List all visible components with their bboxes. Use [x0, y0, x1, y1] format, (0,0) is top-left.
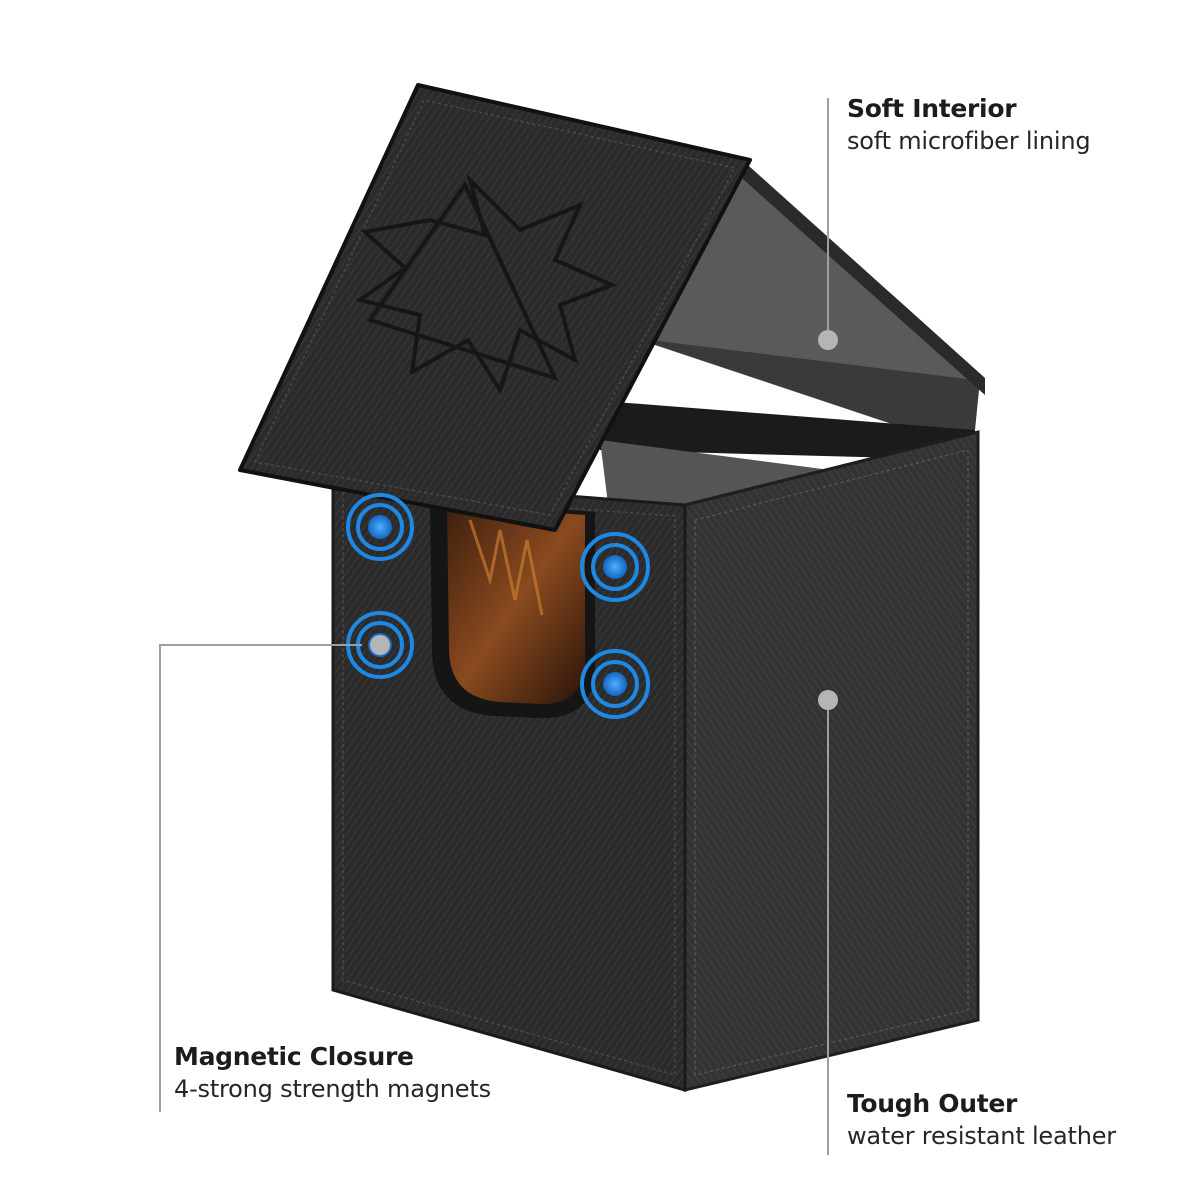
callout-subtitle: water resistant leather	[847, 1122, 1116, 1150]
sun-triangle-emblem-icon	[355, 173, 618, 395]
callout-subtitle: 4-strong strength magnets	[174, 1075, 491, 1103]
callout-title: Tough Outer	[847, 1089, 1018, 1118]
box-side-panel	[683, 430, 980, 1092]
magnet-icon	[580, 532, 650, 602]
callout-soft-interior-pointer	[818, 98, 838, 350]
callout-title: Soft Interior	[847, 94, 1017, 123]
callout-soft-interior: Soft Interior soft microfiber lining	[847, 93, 1091, 157]
callout-tough-outer: Tough Outer water resistant leather	[847, 1088, 1116, 1152]
callout-title: Magnetic Closure	[174, 1042, 414, 1071]
callout-tough-outer-pointer	[818, 690, 838, 1155]
callout-magnetic-closure: Magnetic Closure 4-strong strength magne…	[174, 1041, 491, 1105]
magnet-icon	[346, 493, 414, 561]
box-front-panel	[331, 476, 687, 1092]
magnet-icon	[580, 649, 650, 719]
interior-lining	[590, 158, 985, 520]
box-lid	[238, 83, 752, 532]
callout-magnetic-pointer	[159, 635, 390, 1112]
callout-subtitle: soft microfiber lining	[847, 127, 1091, 155]
